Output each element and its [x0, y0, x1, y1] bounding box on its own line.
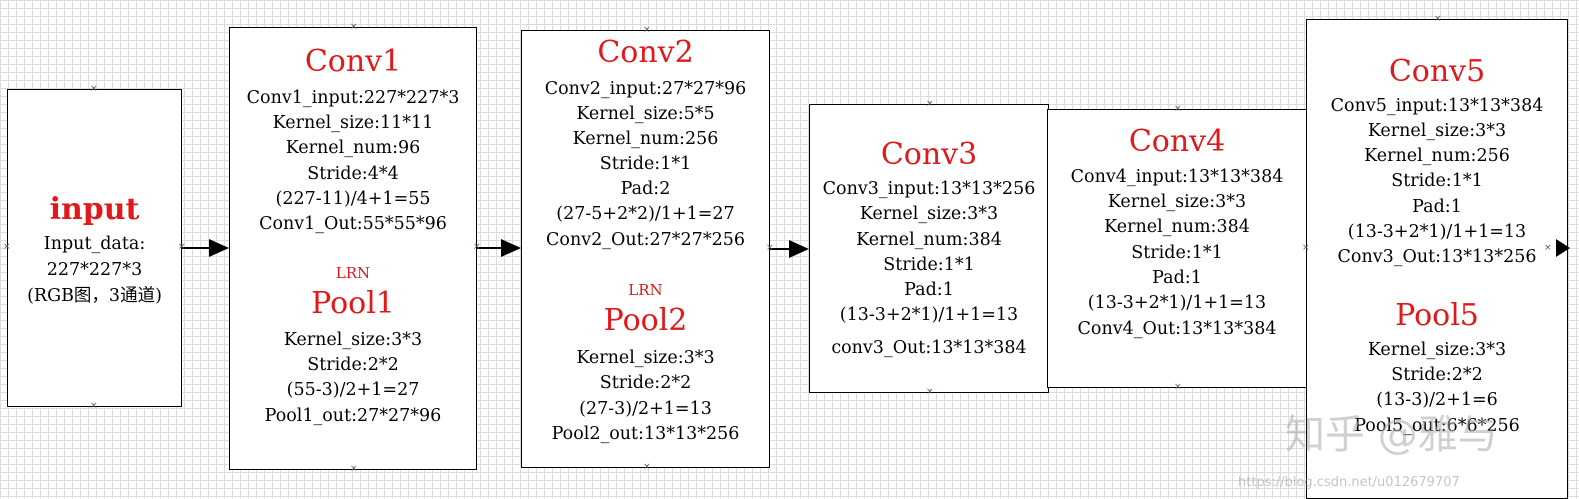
- connection-point-icon: ×: [1174, 104, 1182, 114]
- conv3-line: (13-3+2*1)/1+1=13: [839, 305, 1019, 325]
- conv3-line: Stride:1*1: [883, 255, 975, 275]
- conv5-box: Conv5 Conv5_input:13*13*384 Kernel_size:…: [1306, 19, 1568, 499]
- conv2-line: Kernel_num:256: [572, 129, 719, 149]
- conv3-line: Conv3_input:13*13*256: [822, 179, 1036, 199]
- conv3-line: conv3_Out:13*13*384: [831, 338, 1027, 358]
- conv5-line: Conv3_Out:13*13*256: [1337, 247, 1537, 267]
- conv1-line: Kernel_size:11*11: [272, 113, 434, 133]
- arrowhead-icon: [1556, 239, 1570, 257]
- conv5-line: Kernel_num:256: [1364, 146, 1510, 166]
- conv1-lrn-label: LRN: [335, 264, 371, 282]
- pool1-line: Stride:2*2: [307, 355, 399, 375]
- pool2-line: Kernel_size:3*3: [576, 348, 715, 368]
- connection-point-icon: ×: [1434, 14, 1442, 24]
- pool2-line: (27-3)/2+1=13: [579, 399, 712, 419]
- conv5-title: Conv5: [1388, 54, 1486, 89]
- connection-point-icon: ×: [90, 401, 98, 411]
- arrowhead-icon: [209, 239, 229, 257]
- connection-point-icon: ×: [643, 25, 651, 35]
- connector-arrow-line: [477, 247, 503, 249]
- watermark-text: 知乎 @雅与: [1285, 412, 1498, 458]
- conv2-line: Stride:1*1: [599, 154, 692, 174]
- pool5-line: Pool5_out:6*6*256: [1354, 416, 1520, 436]
- pool1-title: Pool1: [311, 286, 395, 321]
- pool2-title: Pool2: [603, 303, 688, 338]
- conv1-line: Conv1_input:227*227*3: [246, 88, 460, 108]
- connection-point-icon: ×: [178, 242, 186, 252]
- conv2-box: Conv2 Conv2_input:27*27*96 Kernel_size:5…: [521, 30, 770, 468]
- conv3-title: Conv3: [880, 137, 978, 172]
- pool2-line: Stride:2*2: [599, 373, 692, 393]
- connection-point-icon: ×: [643, 462, 651, 472]
- pool1-line: Kernel_size:3*3: [283, 330, 423, 350]
- connection-point-icon: ×: [473, 242, 481, 252]
- arrowhead-icon: [501, 239, 521, 257]
- pool5-line: (13-3)/2+1=6: [1376, 390, 1498, 410]
- connector-arrow-line: [770, 248, 792, 250]
- connection-point-icon: ×: [1174, 382, 1182, 392]
- conv3-line: Kernel_size:3*3: [859, 204, 999, 224]
- pool1-line: Pool1_out:27*27*96: [264, 406, 442, 426]
- connection-point-icon: ×: [926, 387, 934, 397]
- conv2-title: Conv2: [597, 35, 694, 70]
- conv1-line: Kernel_num:96: [285, 138, 421, 158]
- conv3-line: Pad:1: [904, 280, 954, 300]
- pool2-line: Pool2_out:13*13*256: [551, 424, 740, 444]
- conv5-line: Pad:1: [1412, 197, 1462, 217]
- connection-point-icon: ×: [766, 243, 774, 253]
- conv2-line: Pad:2: [620, 179, 671, 199]
- conv2-lrn-label: LRN: [628, 281, 663, 299]
- connection-point-icon: ×: [926, 99, 934, 109]
- conv4-line: Stride:1*1: [1131, 243, 1223, 263]
- watermark-url: https://blog.csdn.net/u012679707: [1238, 475, 1460, 490]
- conv1-title: Conv1: [304, 44, 402, 79]
- conv1-box: Conv1 Conv1_input:227*227*3 Kernel_size:…: [229, 27, 477, 470]
- connector-arrow-line: [182, 247, 212, 249]
- conv2-line: (27-5+2*2)/1+1=27: [556, 204, 735, 224]
- connection-point-icon: ×: [3, 242, 11, 252]
- connection-point-icon: ×: [350, 22, 358, 32]
- conv1-line: Conv1_Out:55*55*96: [259, 214, 447, 234]
- conv4-line: Kernel_num:384: [1104, 217, 1250, 237]
- input-line: (RGB图，3通道): [27, 286, 162, 306]
- conv2-line: Conv2_input:27*27*96: [544, 79, 747, 99]
- pool5-line: Kernel_size:3*3: [1367, 340, 1507, 360]
- conv4-line: Pad:1: [1152, 268, 1202, 288]
- input-line: 227*227*3: [46, 260, 143, 280]
- connection-point-icon: ×: [350, 464, 358, 474]
- conv2-line: Conv2_Out:27*27*256: [546, 230, 745, 250]
- connection-point-icon: ×: [90, 84, 98, 94]
- arrowhead-icon: [789, 240, 809, 258]
- conv3-box: Conv3 Conv3_input:13*13*256 Kernel_size:…: [809, 104, 1049, 393]
- connection-point-icon: ×: [1544, 243, 1552, 253]
- input-title: input: [49, 192, 140, 227]
- pool5-line: Stride:2*2: [1391, 365, 1483, 385]
- conv5-line: Kernel_size:3*3: [1367, 121, 1507, 141]
- conv4-line: Kernel_size:3*3: [1107, 192, 1247, 212]
- pool5-title: Pool5: [1395, 298, 1479, 333]
- pool1-line: (55-3)/2+1=27: [286, 380, 420, 400]
- conv3-line: Kernel_num:384: [856, 230, 1002, 250]
- conv5-line: (13-3+2*1)/1+1=13: [1347, 222, 1527, 242]
- connection-point-icon: ×: [1302, 243, 1310, 253]
- conv4-box: Conv4 Conv4_input:13*13*384 Kernel_size:…: [1047, 109, 1307, 388]
- conv5-line: Stride:1*1: [1391, 171, 1483, 191]
- conv4-title: Conv4: [1128, 124, 1226, 159]
- conv4-line: Conv4_Out:13*13*384: [1077, 319, 1277, 339]
- conv1-line: (227-11)/4+1=55: [275, 189, 431, 209]
- conv1-line: Stride:4*4: [307, 164, 399, 184]
- conv2-line: Kernel_size:5*5: [576, 104, 715, 124]
- conv4-line: (13-3+2*1)/1+1=13: [1087, 293, 1267, 313]
- input-box: input Input_data: 227*227*3 (RGB图，3通道): [7, 89, 182, 407]
- conv5-line: Conv5_input:13*13*384: [1330, 96, 1544, 116]
- input-line: Input_data:: [43, 234, 146, 254]
- conv4-line: Conv4_input:13*13*384: [1070, 167, 1284, 187]
